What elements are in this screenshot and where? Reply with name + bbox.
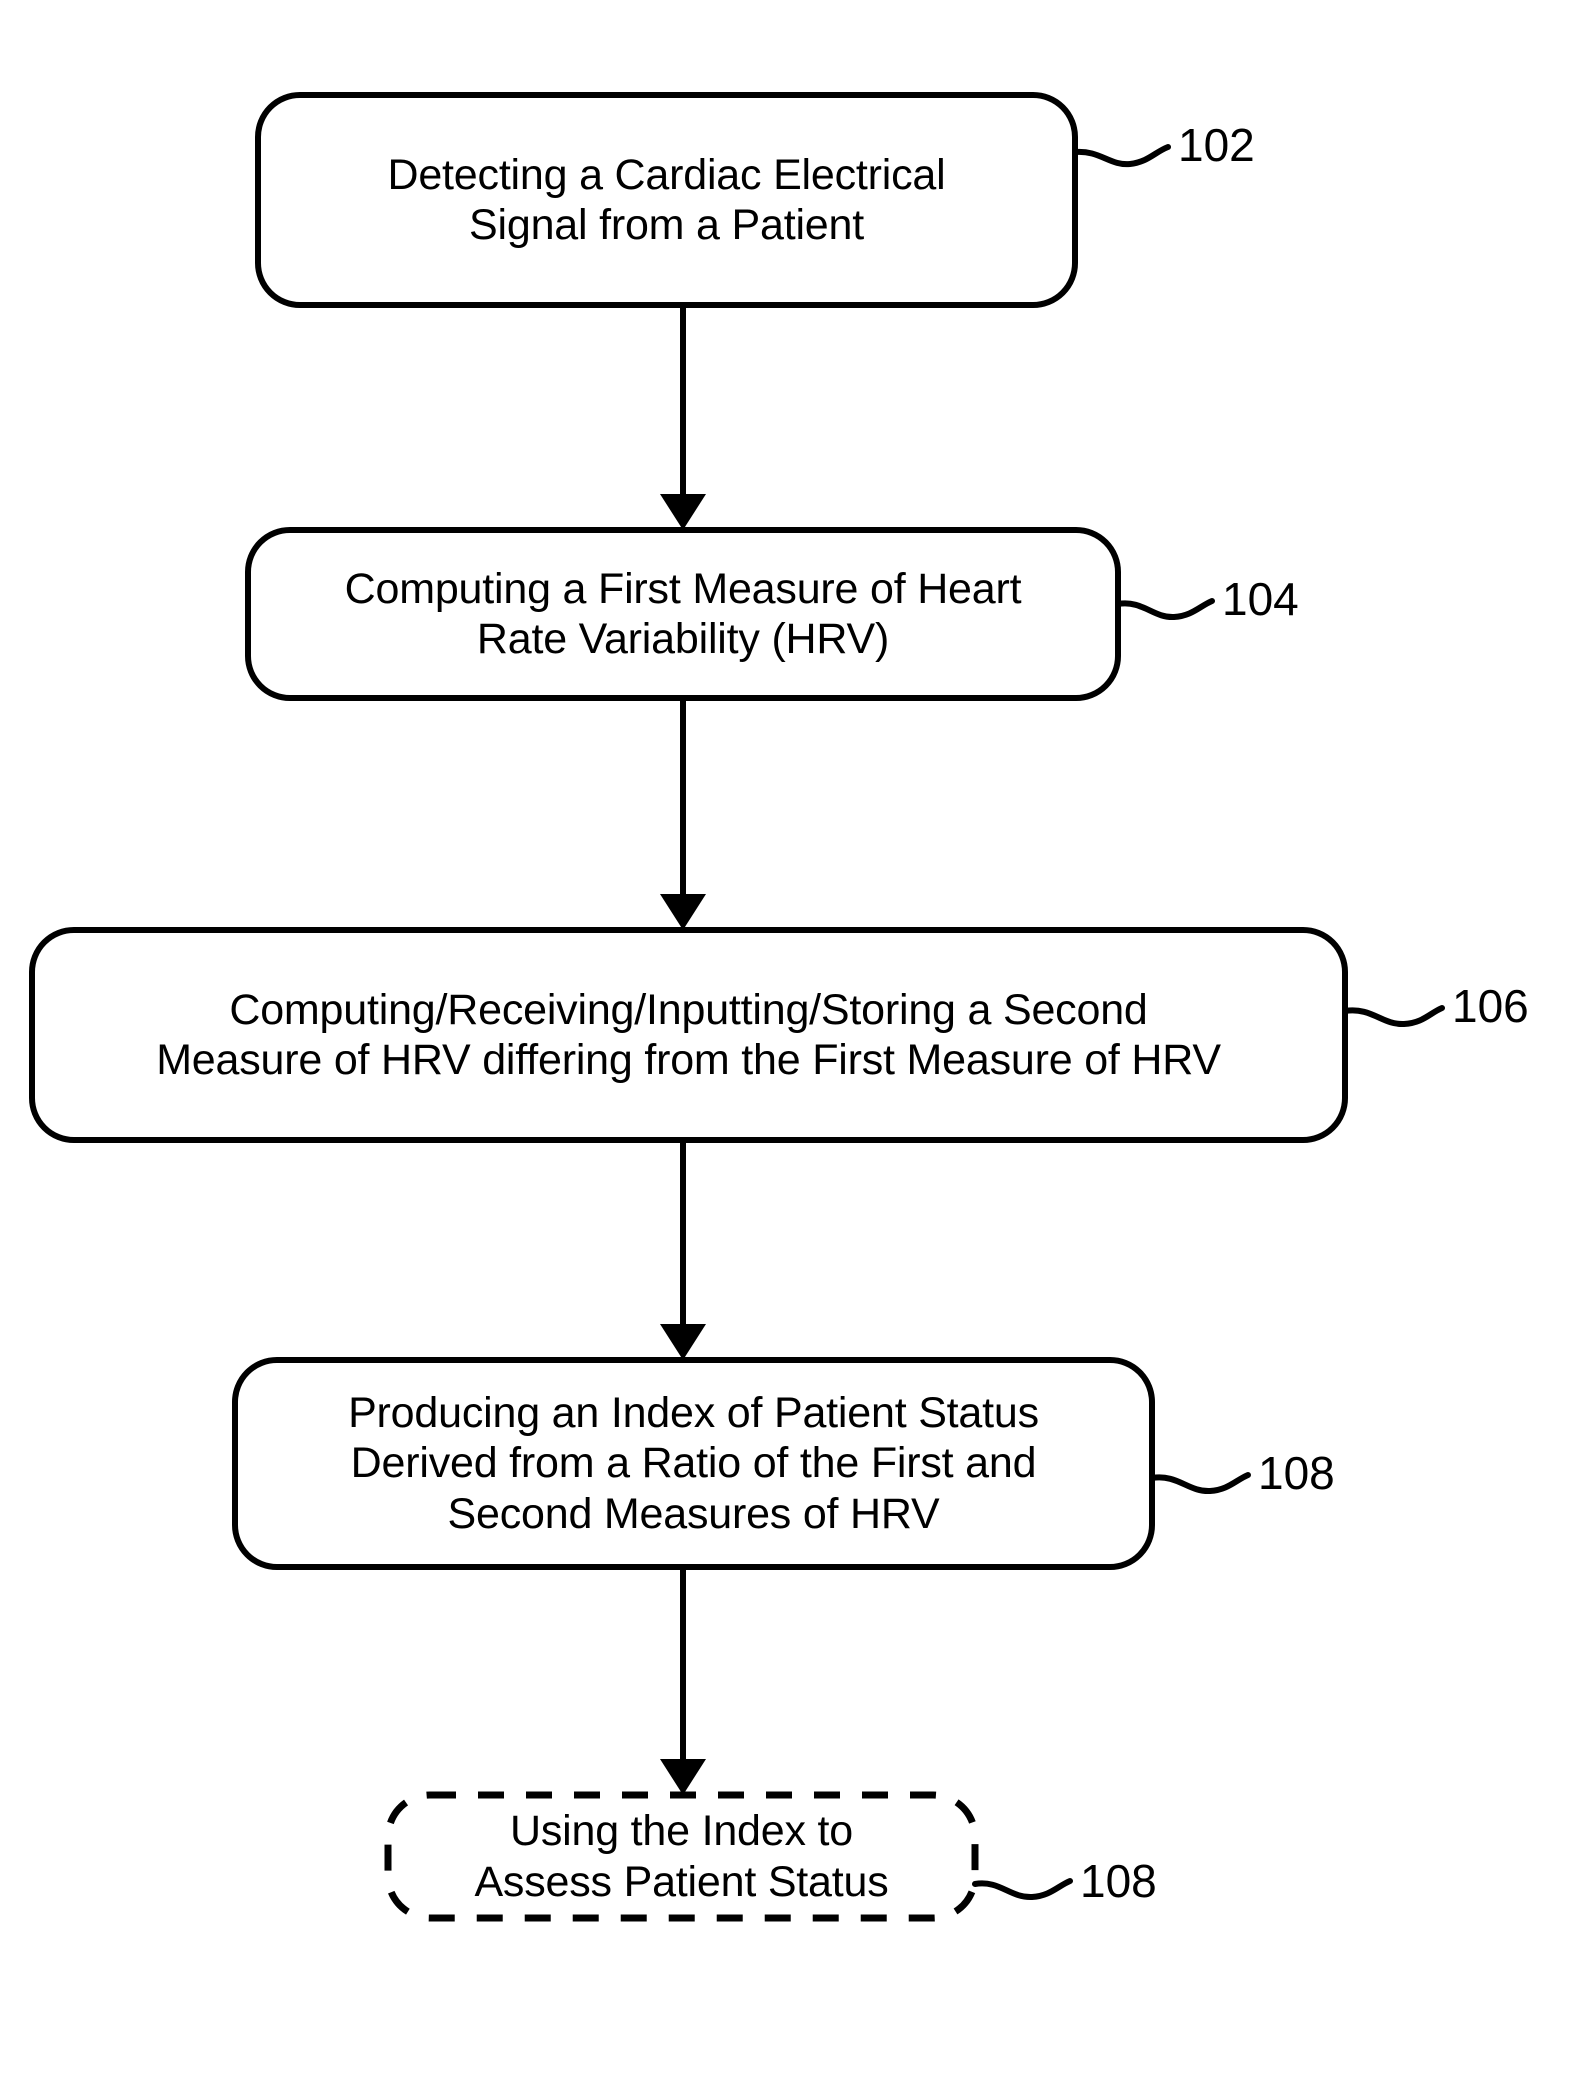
arrow-head-104-106	[660, 894, 706, 930]
leader-line-108-dashed	[972, 1878, 1073, 1900]
ref-number-108-dashed: 108	[1080, 1855, 1157, 1907]
node-box-104[interactable]	[245, 527, 1121, 701]
leader-line-108-solid	[1149, 1472, 1251, 1494]
ref-number-102: 102	[1178, 119, 1255, 171]
ref-number-106: 106	[1452, 980, 1529, 1032]
leader-line-106	[1342, 1005, 1445, 1027]
arrow-head-102-104	[660, 494, 706, 530]
node-box-108-solid[interactable]	[232, 1357, 1155, 1570]
node-box-108-dashed[interactable]	[384, 1791, 979, 1922]
leader-line-104	[1115, 598, 1215, 620]
ref-number-108-solid: 108	[1258, 1447, 1335, 1499]
node-box-106[interactable]	[29, 927, 1348, 1143]
arrow-head-106-108	[660, 1324, 706, 1360]
node-box-102[interactable]	[255, 92, 1078, 308]
ref-number-104: 104	[1222, 573, 1299, 625]
arrow-head-108-108d	[660, 1759, 706, 1795]
leader-line-102	[1072, 144, 1171, 168]
